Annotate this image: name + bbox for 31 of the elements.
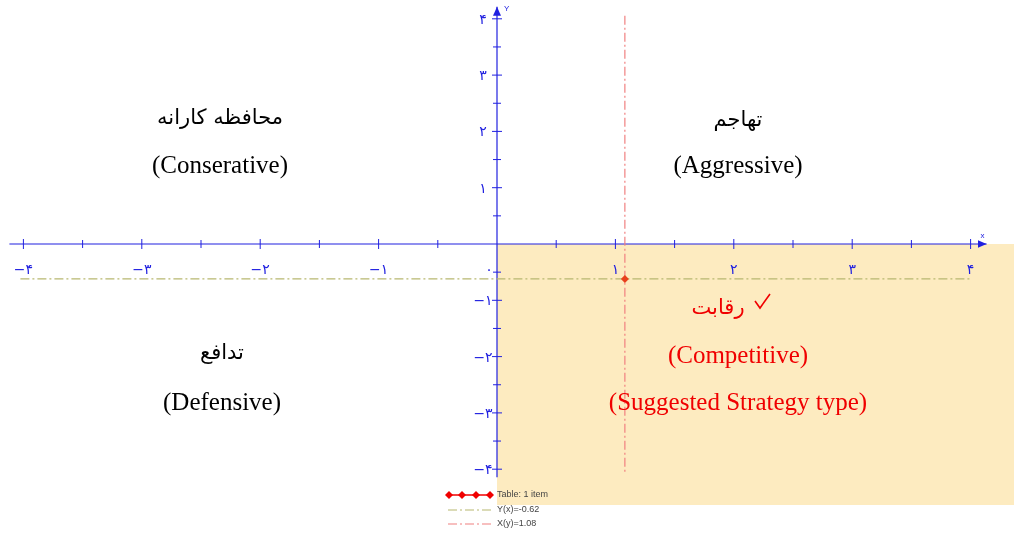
y-tick-label: −۳ xyxy=(473,405,493,420)
axis-label: x xyxy=(980,232,985,240)
y-tick-label: ۱ xyxy=(479,180,487,195)
y-tick-label: −۲ xyxy=(473,349,493,364)
quadrant-subtitle: (Conserative) xyxy=(151,151,289,179)
y-tick-label: ۴ xyxy=(479,11,487,26)
x-tick-label: −۲ xyxy=(250,262,270,276)
quadrant-title: تهاجم xyxy=(713,108,763,132)
x-tick-label: ۱ xyxy=(611,262,620,276)
x-tick-label: −۳ xyxy=(132,262,152,276)
quadrant-title: محافظه کارانه xyxy=(157,106,283,130)
quadrant-subtitle: (Competitive) xyxy=(667,341,809,369)
axis-label: Y xyxy=(504,4,510,13)
y-tick-label: −۴ xyxy=(473,462,493,477)
x-tick-label: −۱ xyxy=(368,262,389,276)
quadrant-title: رقابت xyxy=(691,296,745,320)
x-tick-label: ۴ xyxy=(966,262,975,276)
legend-label: X(y)=1.08 xyxy=(497,519,537,528)
legend-label: Table: 1 item xyxy=(497,490,549,499)
quadrant-title: تدافع xyxy=(200,341,244,365)
y-tick-label: ۲ xyxy=(479,124,487,139)
legend-label: Y(x)=-0.62 xyxy=(497,505,540,514)
x-tick-label: −۴ xyxy=(13,262,33,276)
x-tick-label: ۲ xyxy=(730,262,738,276)
x-tick-label: ۳ xyxy=(848,262,856,276)
quadrant-subtitle: (Suggested Strategy type) xyxy=(608,388,868,416)
x-tick-label: ۰ xyxy=(485,262,493,276)
quadrant-subtitle: (Aggressive) xyxy=(673,151,803,179)
y-tick-label: ۳ xyxy=(479,68,487,83)
y-tick-label: −۱ xyxy=(473,293,493,308)
quadrant-subtitle: (Defensive) xyxy=(163,388,281,416)
